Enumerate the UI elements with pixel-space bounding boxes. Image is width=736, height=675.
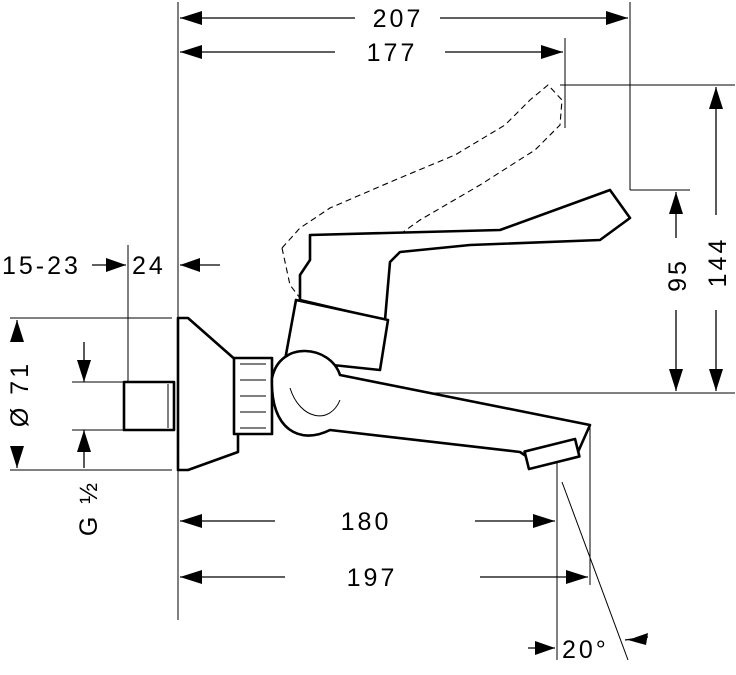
dim-diameter-label: Ø 71 bbox=[6, 361, 34, 427]
dimension-144: 144 bbox=[704, 87, 732, 391]
dim-95-label: 95 bbox=[664, 258, 692, 292]
dim-144-label: 144 bbox=[704, 237, 732, 288]
dimension-207: 207 bbox=[180, 5, 628, 33]
dimension-177: 177 bbox=[180, 39, 563, 67]
dimension-diameter-71: Ø 71 bbox=[6, 320, 34, 468]
dim-180-label: 180 bbox=[341, 508, 392, 536]
dimension-15-23-24: 15-23 24 bbox=[2, 252, 220, 280]
dim-24-label: 24 bbox=[132, 252, 166, 280]
dimension-angle-20: 20° bbox=[528, 633, 649, 664]
dim-angle-label: 20° bbox=[562, 636, 609, 664]
dimension-180: 180 bbox=[180, 508, 555, 536]
dim-thread-label: G ½ bbox=[75, 480, 103, 536]
dimension-95: 95 bbox=[664, 192, 692, 391]
dim-207-label: 207 bbox=[373, 5, 424, 33]
dimension-thread: G ½ bbox=[75, 342, 103, 536]
threaded-connector bbox=[122, 380, 176, 432]
dim-197-label: 197 bbox=[347, 564, 398, 592]
dim-15-23-label: 15-23 bbox=[2, 252, 81, 280]
wall-flange bbox=[176, 316, 240, 472]
spout bbox=[270, 349, 592, 462]
dim-177-label: 177 bbox=[367, 39, 418, 67]
aerator bbox=[523, 437, 581, 471]
faucet-body bbox=[122, 188, 632, 472]
dimension-197: 197 bbox=[180, 564, 588, 592]
lever-handle bbox=[298, 188, 632, 322]
